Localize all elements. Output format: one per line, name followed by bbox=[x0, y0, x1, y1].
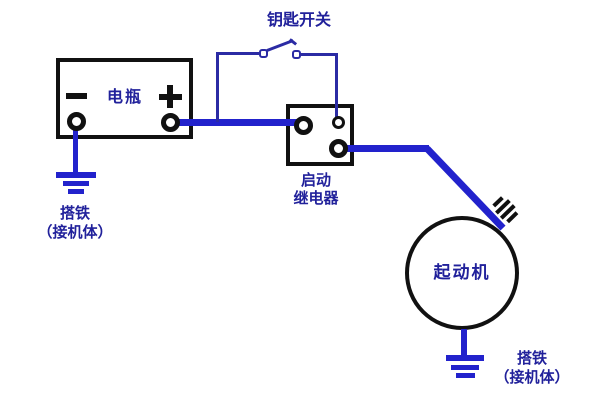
starter-relay-box bbox=[286, 104, 354, 166]
minus-symbol bbox=[66, 93, 87, 99]
wire-starter-to-ground bbox=[461, 329, 467, 357]
key-switch-label: 钥匙开关 bbox=[266, 10, 331, 29]
relay-control-terminal bbox=[332, 116, 345, 129]
battery-positive-terminal bbox=[161, 113, 180, 132]
battery-label: 电瓶 bbox=[106, 87, 143, 106]
wire-switch-to-relay-horizontal bbox=[301, 53, 338, 56]
relay-output-terminal bbox=[329, 139, 348, 158]
wire-to-switch-left bbox=[216, 52, 261, 55]
battery-negative-terminal bbox=[67, 112, 86, 131]
wire-relay-output-horizontal bbox=[347, 145, 429, 152]
wire-positive-to-switch-vertical bbox=[216, 52, 219, 122]
relay-input-terminal bbox=[294, 116, 313, 135]
wire-switch-to-relay-vertical bbox=[335, 53, 338, 117]
wire-battery-negative-to-ground bbox=[73, 129, 78, 174]
starter-motor-label: 起动机 bbox=[433, 263, 491, 283]
starter-motor-circle: 起动机 bbox=[405, 216, 519, 330]
wire-battery-positive-to-relay bbox=[177, 119, 298, 126]
battery-box bbox=[56, 58, 193, 139]
key-switch-contact-right bbox=[292, 50, 301, 59]
key-switch-blade-tip bbox=[289, 38, 298, 46]
key-switch-contact-left bbox=[259, 49, 268, 58]
